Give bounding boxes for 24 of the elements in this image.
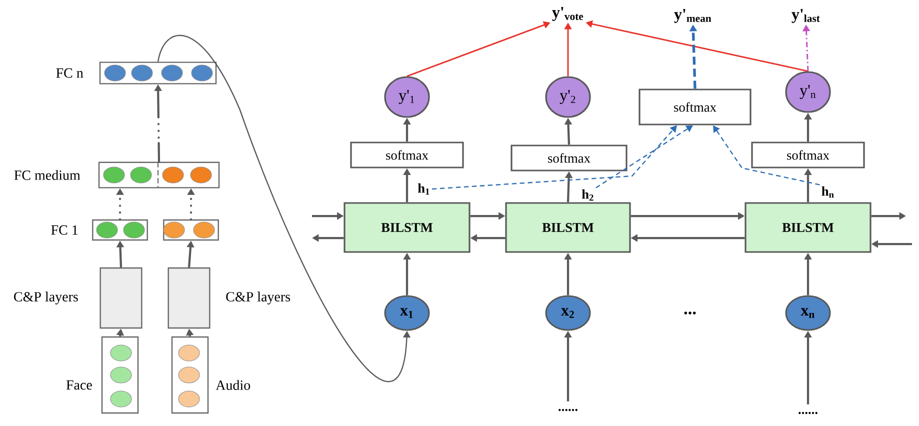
layer-label: Face [66,380,92,390]
softmax-box: softmax [751,142,865,168]
hidden-label: h$_{1}$ [418,183,430,195]
output-label: y'$_{mean}$ [674,9,712,23]
layer-label: Audio [216,380,250,390]
softmax-box: softmax [638,88,752,126]
ellipsis-text: ... [684,312,696,314]
softmax-box: softmax [510,144,628,172]
hidden-label: h$_{n}$ [822,186,834,198]
lstm-box: BILSTM [505,202,631,253]
hidden-label: h$_{2}$ [582,189,594,201]
arrow [596,125,693,188]
output-label: y'$_{last}$ [792,9,820,23]
layer-label: C&P layers [226,292,290,304]
ellipsis-text: ...... [558,408,578,412]
layer-label: FC 1 [51,225,78,235]
layer-label: C&P layers [14,292,78,304]
softmax-box: softmax [350,142,464,168]
ellipsis-text: ...... [798,412,818,414]
output-label: y'$_{vote}$ [552,7,584,21]
layer-label: FC medium [14,170,80,180]
layer-label: FC n [56,68,84,78]
lstm-box: BILSTM [744,202,872,253]
lstm-box: BILSTM [344,202,470,253]
